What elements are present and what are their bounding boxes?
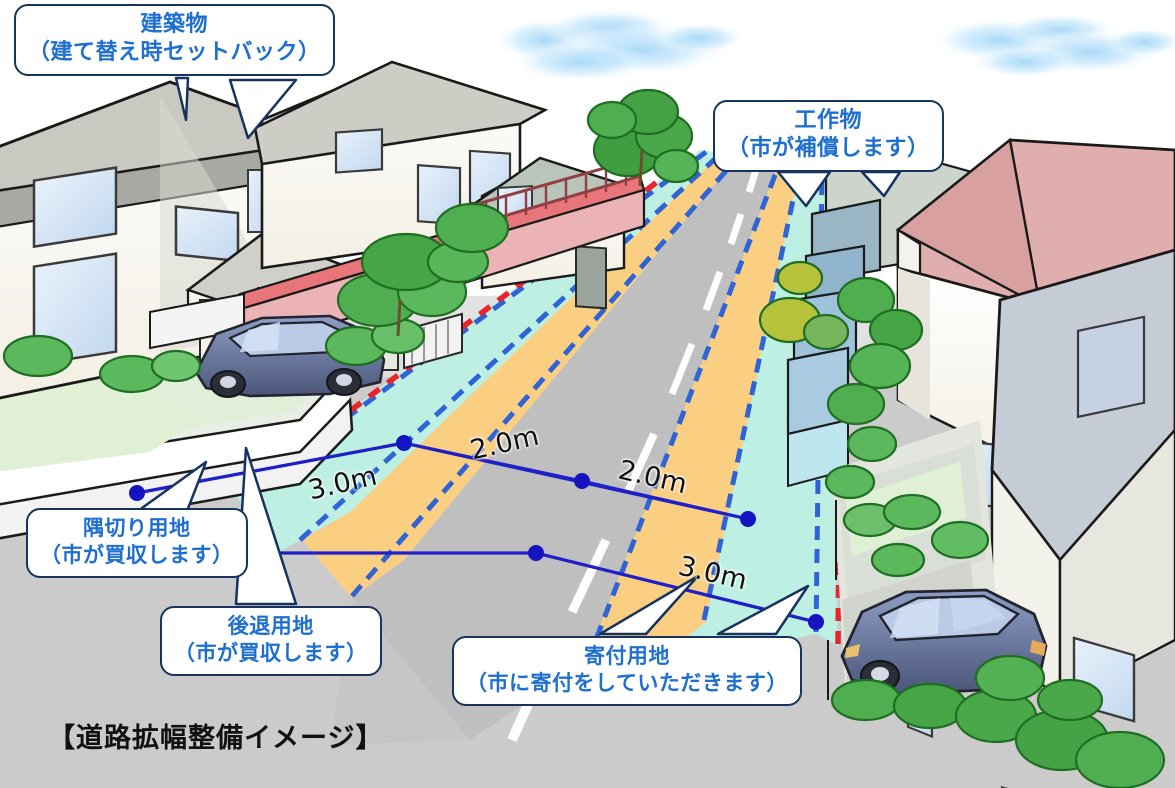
callout-structure-line2: （市が補償します） [727, 136, 930, 162]
callout-building-line2: （建て替え時セットバック） [28, 40, 321, 66]
figure-caption: 【道路拡幅整備イメージ】 [48, 723, 384, 754]
callout-setback-lot-line2: （市が買収します） [174, 640, 368, 665]
callout-donation-lot-line2: （市に寄付をしていただきます） [466, 670, 788, 695]
callout-donation-lot-line1: 寄付用地 [583, 644, 670, 668]
callout-donation-lot[interactable]: 寄付用地 （市に寄付をしていただきます） [452, 636, 802, 706]
dimension-endpoints [129, 435, 824, 630]
road-asphalt [330, 162, 779, 745]
right-property-block [786, 137, 1175, 788]
callout-corner-lot[interactable]: 隅切り用地 （市が買収します） [26, 508, 248, 578]
callout-corner-lot-line2: （市が買収します） [40, 542, 234, 567]
zone-donation-left [302, 158, 733, 598]
zone-donation-right-fill [586, 164, 800, 668]
tree-trunks [396, 149, 644, 337]
callout-corner-lot-line1: 隅切り用地 [83, 516, 191, 540]
left-property-block [0, 60, 646, 540]
right-vegetation [758, 260, 1166, 788]
callout-building[interactable]: 建築物 （建て替え時セットバック） [14, 4, 335, 77]
left-vegetation [2, 88, 700, 394]
callout-structure[interactable]: 工作物 （市が補償します） [713, 100, 944, 173]
callout-setback-lot[interactable]: 後退用地 （市が買収します） [160, 606, 382, 676]
callout-structure-line1: 工作物 [794, 108, 863, 133]
callout-building-line1: 建築物 [140, 12, 209, 37]
clouds [493, 8, 1175, 82]
right-boundary-markers [827, 500, 837, 700]
callout-setback-lot-line1: 後退用地 [227, 614, 314, 638]
